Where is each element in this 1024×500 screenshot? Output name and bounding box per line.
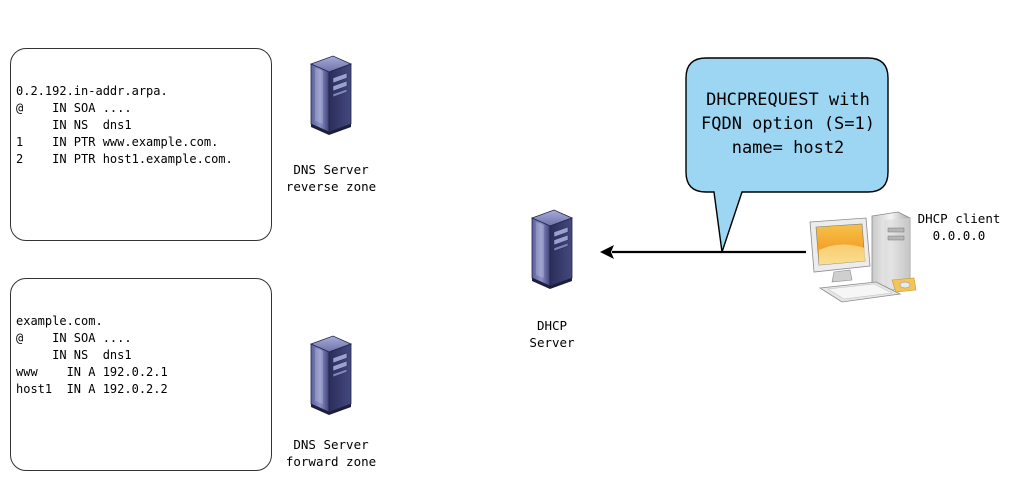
label-line: Server: [529, 335, 575, 350]
dns-reverse-server-label: DNS Server reverse zone: [281, 161, 381, 195]
bubble-line: DHCPREQUEST with: [706, 90, 870, 110]
label-line: 0.0.0.0: [932, 228, 986, 243]
label-line: DHCP client: [917, 211, 1001, 226]
reverse-zone-records: 0.2.192.in-addr.arpa. @ IN SOA .... IN N…: [16, 83, 233, 168]
label-line: DNS Server: [293, 437, 369, 452]
zone-line: www IN A 192.0.2.1: [16, 365, 168, 379]
dhcp-server-label: DHCP Server: [512, 317, 592, 351]
zone-line: 1 IN PTR www.example.com.: [16, 135, 219, 149]
label-line: DNS Server: [293, 162, 369, 177]
message-bubble-text: DHCPREQUEST with FQDN option (S=1) name=…: [688, 88, 888, 160]
bubble-line: name= host2: [731, 138, 845, 158]
zone-line: 0.2.192.in-addr.arpa.: [16, 84, 168, 98]
zone-line: IN NS dns1: [16, 348, 132, 362]
label-line: forward zone: [285, 454, 377, 469]
zone-line: @ IN SOA ....: [16, 331, 132, 345]
forward-zone-records: example.com. @ IN SOA .... IN NS dns1 ww…: [16, 313, 168, 398]
dhcp-client-label: DHCP client 0.0.0.0: [904, 210, 1014, 244]
zone-line: host1 IN A 192.0.2.2: [16, 382, 168, 396]
bubble-line: FQDN option (S=1): [701, 114, 875, 134]
zone-line: example.com.: [16, 314, 103, 328]
request-arrow-head: [600, 245, 614, 259]
zone-line: 2 IN PTR host1.example.com.: [16, 152, 233, 166]
label-line: DHCP: [536, 318, 568, 333]
forward-zone-file-box: example.com. @ IN SOA .... IN NS dns1 ww…: [10, 278, 272, 471]
zone-line: @ IN SOA ....: [16, 101, 132, 115]
label-line: reverse zone: [285, 179, 377, 194]
dns-forward-server-label: DNS Server forward zone: [281, 436, 381, 470]
zone-line: IN NS dns1: [16, 118, 132, 132]
message-bubble-shape: [685, 57, 889, 253]
reverse-zone-file-box: 0.2.192.in-addr.arpa. @ IN SOA .... IN N…: [10, 48, 272, 241]
desktop-computer-icon: [809, 211, 917, 303]
